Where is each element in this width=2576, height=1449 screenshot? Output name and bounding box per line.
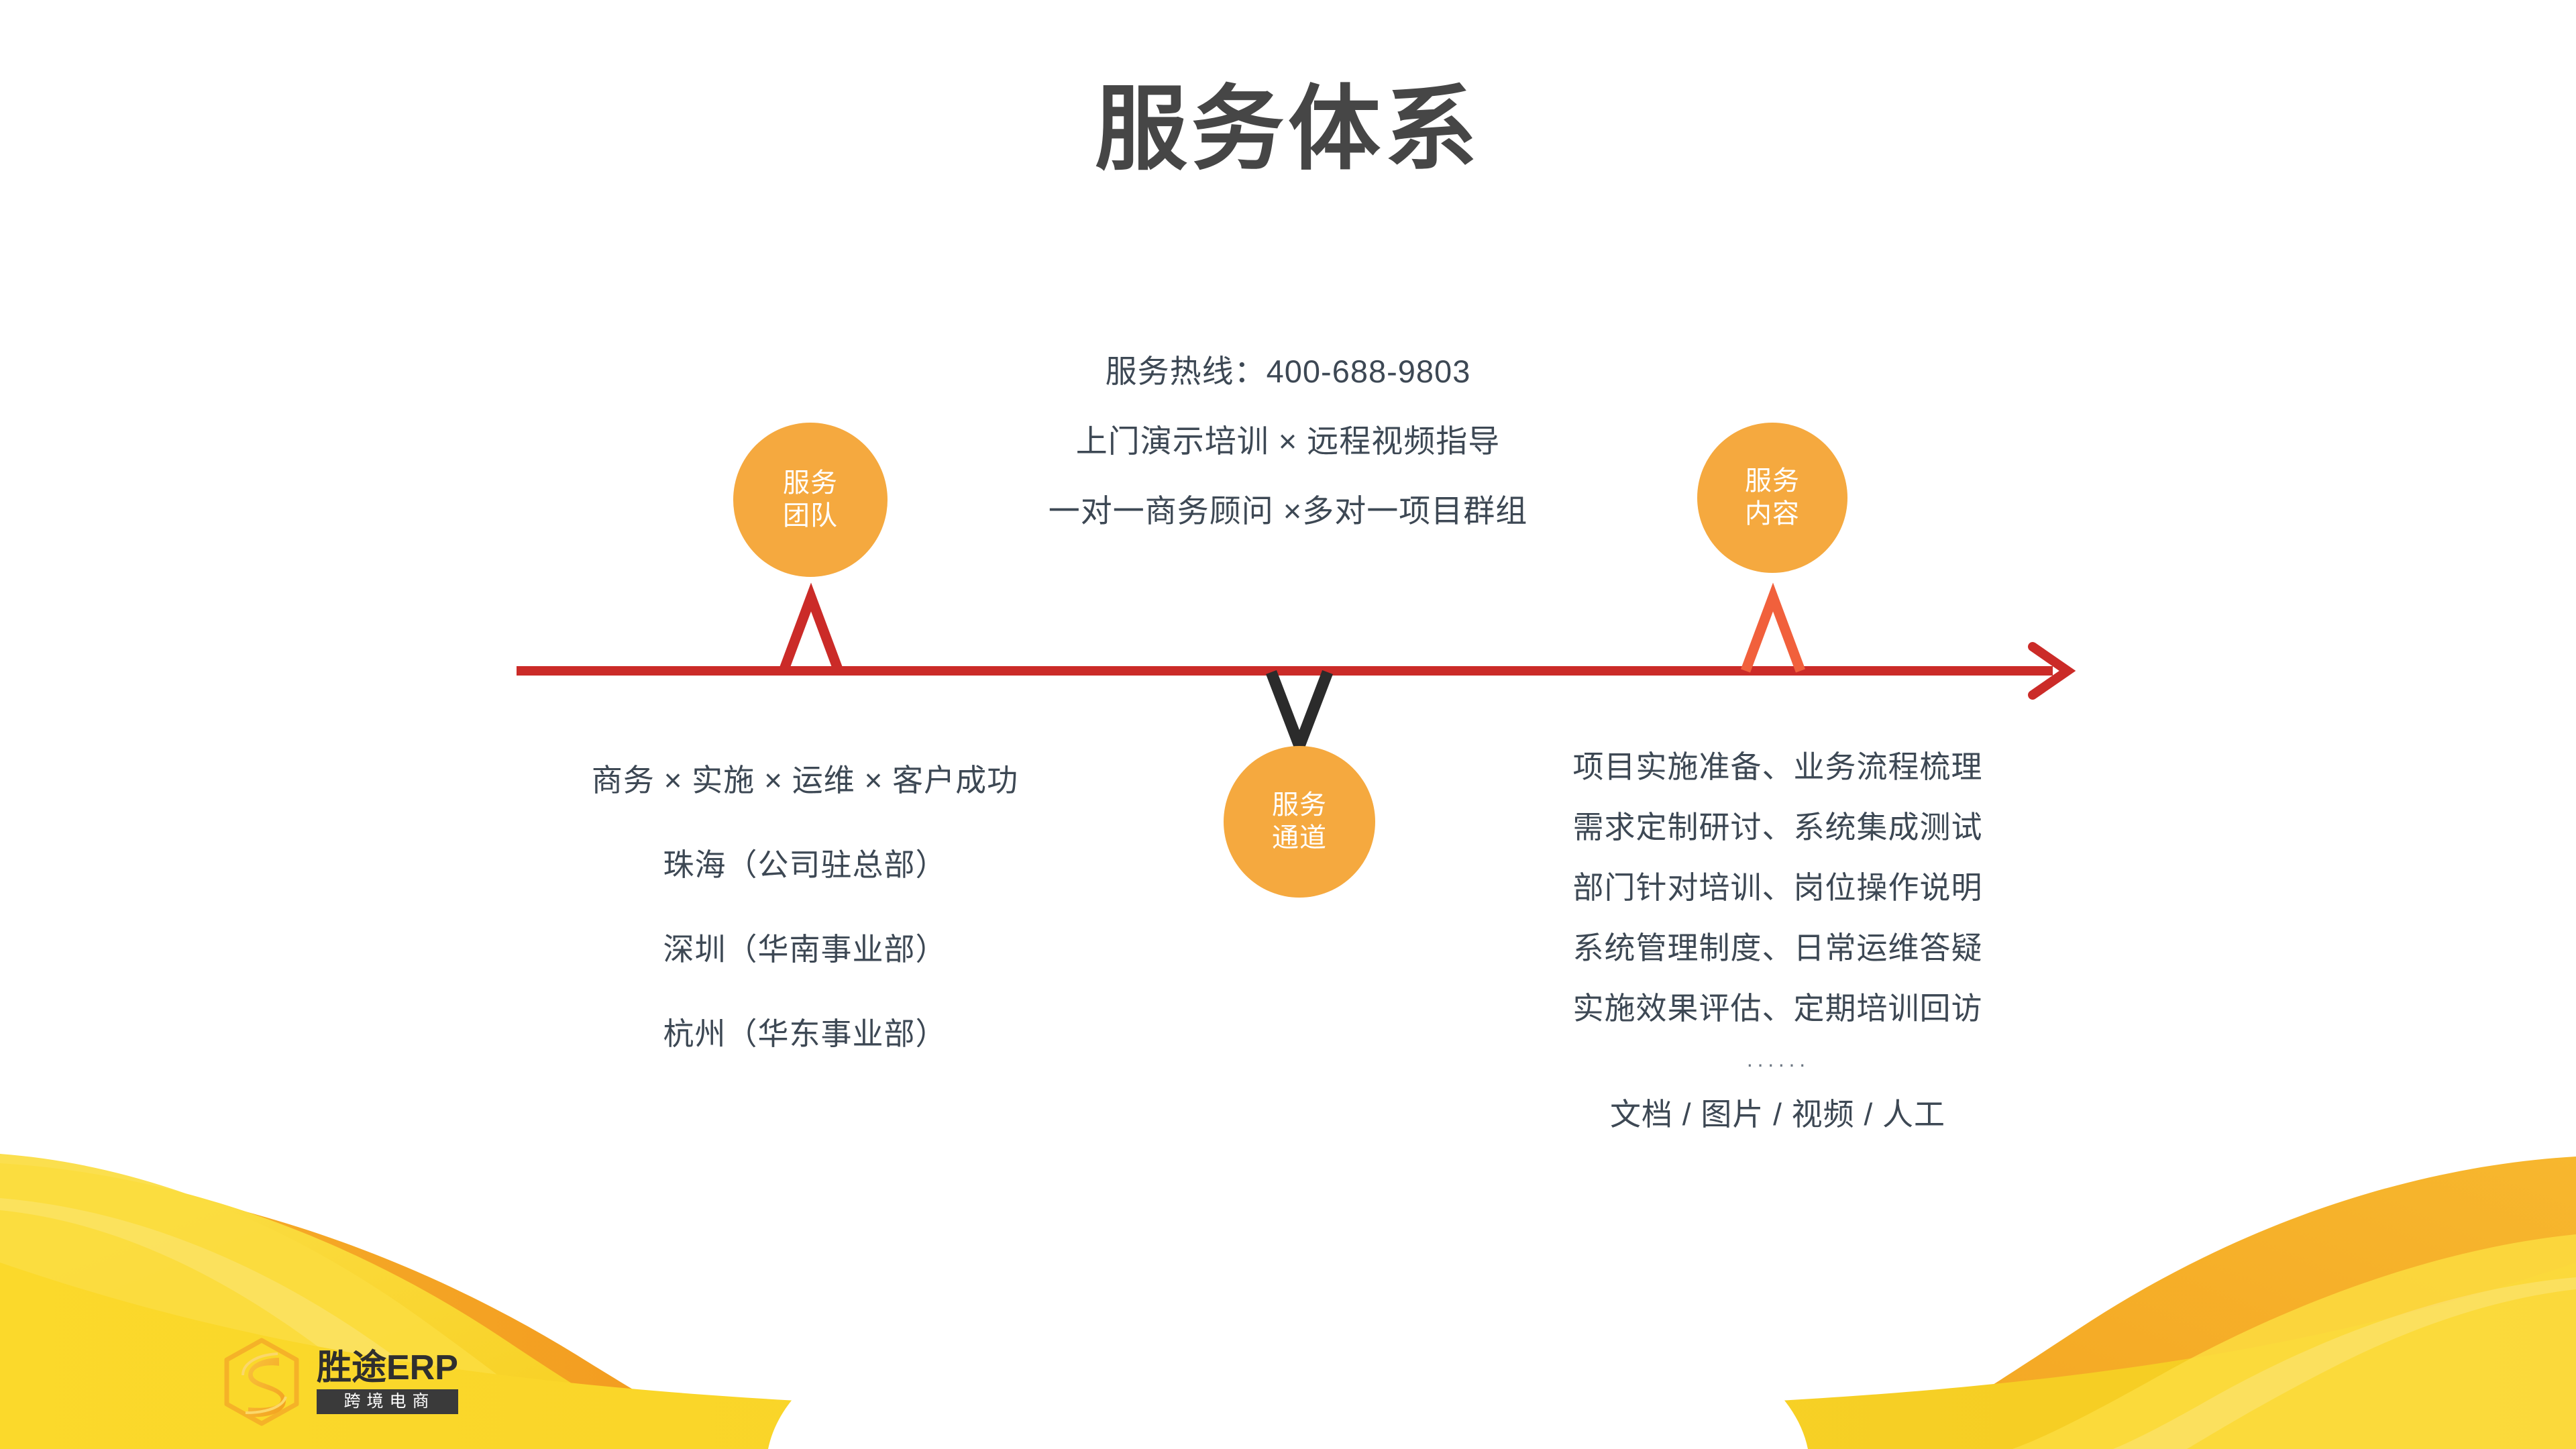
node-content-line-1: 服务 xyxy=(1745,466,1800,496)
node-team-line-1: 服务 xyxy=(783,468,838,498)
node-content-line-2: 内容 xyxy=(1745,499,1800,529)
logo-arc-top xyxy=(241,1352,278,1376)
down-chevron-marker-channel-icon xyxy=(1266,669,1333,751)
left-text-block: 商务 × 实施 × 运维 × 客户成功 珠海（公司驻总部） 深圳（华南事业部） … xyxy=(470,765,1140,1049)
right-text-block: 项目实施准备、业务流程梳理 需求定制研讨、系统集成测试 部门针对培训、岗位操作说… xyxy=(1466,751,2090,1130)
node-channel-line-2: 通道 xyxy=(1272,823,1327,853)
timeline-axis xyxy=(517,582,2076,751)
left-text-line-3: 深圳（华南事业部） xyxy=(663,932,947,967)
logo-tagline: 跨境电商 xyxy=(317,1389,458,1414)
logo-words: 胜途ERP 跨境电商 xyxy=(317,1350,458,1414)
up-triangle-marker-team-icon xyxy=(778,582,844,673)
hexagon-s-logo-icon xyxy=(224,1338,299,1426)
center-text-block: 服务热线：400-688-9803 上门演示培训 × 远程视频指导 一对一商务顾… xyxy=(919,356,1657,527)
brand-logo: 胜途ERP 跨境电商 xyxy=(221,1335,503,1429)
left-text-line-4: 杭州（华东事业部） xyxy=(663,1016,947,1051)
logo-s-mark xyxy=(248,1358,286,1417)
right-text-ellipsis: ······ xyxy=(1746,1052,1809,1076)
right-text-line-3: 部门针对培训、岗位操作说明 xyxy=(1572,870,1983,905)
logo-arc-bottom xyxy=(245,1396,287,1414)
node-circle-service-team[interactable]: 服务 团队 xyxy=(733,423,888,577)
node-channel-line-1: 服务 xyxy=(1272,790,1327,820)
left-text-line-1: 商务 × 实施 × 运维 × 客户成功 xyxy=(591,763,1019,798)
up-triangle-marker-content-icon xyxy=(1740,582,1806,673)
page-title: 服务体系 xyxy=(1094,78,1481,181)
logo-white-arc xyxy=(768,1268,1808,1449)
node-circle-service-content[interactable]: 服务 内容 xyxy=(1697,423,1847,573)
timeline-arrowhead-icon xyxy=(2028,642,2076,700)
wave-right-orange-back xyxy=(1885,1157,2576,1449)
right-text-line-5: 实施效果评估、定期培训回访 xyxy=(1572,991,1983,1026)
right-text-footer: 文档 / 图片 / 视频 / 人工 xyxy=(1609,1097,1946,1132)
logo-wordmark: 胜途ERP xyxy=(317,1348,458,1387)
wave-right-yellow-front xyxy=(2012,1234,2576,1449)
left-text-line-2: 珠海（公司驻总部） xyxy=(663,847,947,882)
center-text-line-1: 服务热线：400-688-9803 xyxy=(1105,354,1471,389)
right-text-line-2: 需求定制研讨、系统集成测试 xyxy=(1572,810,1983,845)
node-team-line-2: 团队 xyxy=(783,501,838,531)
logo-hexagon-outline xyxy=(224,1338,299,1426)
wave-right-highlight xyxy=(2113,1277,2576,1449)
node-circle-service-channel[interactable]: 服务 通道 xyxy=(1224,746,1375,898)
right-text-line-4: 系统管理制度、日常运维答疑 xyxy=(1572,930,1983,965)
right-text-line-1: 项目实施准备、业务流程梳理 xyxy=(1572,749,1983,784)
center-text-line-3: 一对一商务顾问 ×多对一项目群组 xyxy=(1048,493,1528,529)
center-text-line-2: 上门演示培训 × 远程视频指导 xyxy=(1075,423,1501,459)
